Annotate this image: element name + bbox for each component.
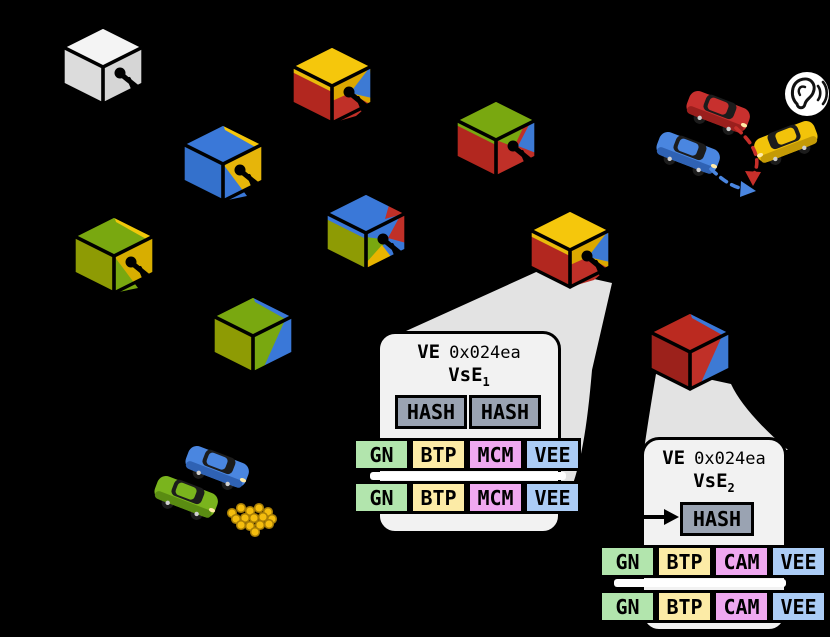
cube-white xyxy=(61,25,145,106)
vse-label: VsE xyxy=(448,364,483,386)
vse1-record-row-1: GN BTP MCM VEE xyxy=(353,438,581,471)
row-divider xyxy=(370,472,566,480)
coin-pile xyxy=(226,502,278,538)
vse1-hash-row: HASH HASH xyxy=(395,395,541,429)
blue-path-arrow xyxy=(709,167,756,197)
hash-box: HASH xyxy=(469,395,541,429)
key-icon xyxy=(343,86,370,112)
car-blue-bottom xyxy=(185,446,249,490)
field-cam: CAM xyxy=(713,590,770,623)
hash-box: HASH xyxy=(680,502,754,536)
vse-subscript: 2 xyxy=(727,480,735,495)
field-vee: VEE xyxy=(524,438,581,471)
field-gn: GN xyxy=(353,481,410,514)
cube-yellow-red-1 xyxy=(290,44,374,125)
vse2-hash-row: HASH xyxy=(680,502,754,536)
red-path-arrow xyxy=(734,126,761,186)
ve-hex-id: 0x024ea xyxy=(694,449,766,469)
car-red xyxy=(686,91,750,135)
vse2-record-row-2: GN BTP CAM VEE xyxy=(599,590,827,623)
cube-green-red xyxy=(454,98,538,179)
key-icon xyxy=(125,256,152,282)
field-gn: GN xyxy=(599,545,656,578)
field-gn: GN xyxy=(353,438,410,471)
ve-label: VE xyxy=(417,341,441,363)
ve-label: VE xyxy=(662,447,686,469)
cube-multi xyxy=(324,191,408,272)
key-icon xyxy=(377,233,404,259)
vse-label: VsE xyxy=(693,470,728,492)
field-vee: VEE xyxy=(524,481,581,514)
cube-green-yellow xyxy=(72,214,156,295)
vse1-name: VsE1 xyxy=(380,364,558,389)
field-gn: GN xyxy=(599,590,656,623)
vse1-record-row-2: GN BTP MCM VEE xyxy=(353,481,581,514)
vse-subscript: 1 xyxy=(482,374,490,389)
key-icon xyxy=(507,140,534,166)
field-vee: VEE xyxy=(770,590,827,623)
row-divider xyxy=(614,579,786,587)
cube-green-blue xyxy=(211,294,295,375)
field-vee: VEE xyxy=(770,545,827,578)
vse1-title: VE 0x024ea xyxy=(380,341,558,363)
car-green xyxy=(154,476,218,520)
field-btp: BTP xyxy=(656,545,713,578)
field-mcm: MCM xyxy=(467,481,524,514)
zoom-funnel xyxy=(644,368,788,450)
vse2-name: VsE2 xyxy=(644,470,784,495)
field-cam: CAM xyxy=(713,545,770,578)
eavesdrop-ear-icon xyxy=(785,72,829,116)
car-yellow xyxy=(754,121,818,165)
hash-box: HASH xyxy=(395,395,467,429)
key-icon xyxy=(581,250,608,276)
cube-red-blue xyxy=(648,310,732,391)
hash-pointer-arrow xyxy=(631,509,679,525)
vse2-title: VE 0x024ea xyxy=(644,447,784,469)
vse2-record-row-1: GN BTP CAM VEE xyxy=(599,545,827,578)
ve-hex-id: 0x024ea xyxy=(449,343,521,363)
car-blue-top xyxy=(656,132,720,176)
field-btp: BTP xyxy=(410,481,467,514)
field-btp: BTP xyxy=(410,438,467,471)
field-btp: BTP xyxy=(656,590,713,623)
field-mcm: MCM xyxy=(467,438,524,471)
cube-yellow-red-2 xyxy=(528,208,612,289)
key-icon xyxy=(114,67,141,93)
key-icon xyxy=(234,164,261,190)
cube-blue-yellow xyxy=(181,122,265,203)
